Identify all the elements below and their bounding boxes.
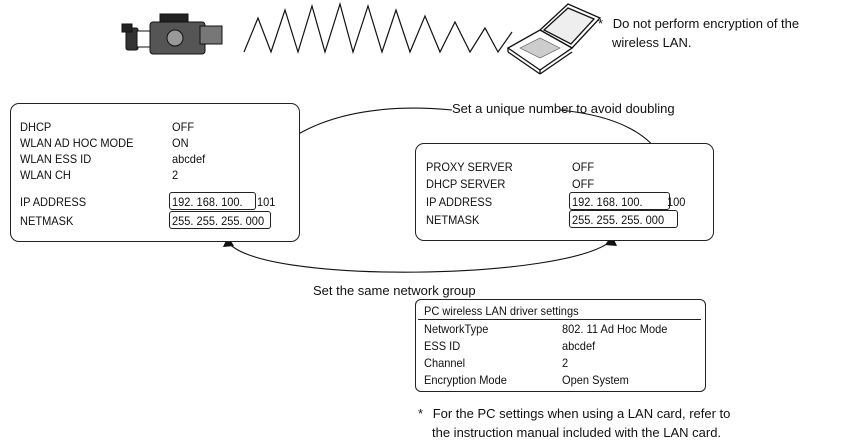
setting-value: 255. 255. 255. 000 — [572, 213, 665, 227]
camera-settings-box — [10, 103, 300, 242]
driver-label: NetworkType — [424, 322, 489, 336]
driver-label: Encryption Mode — [424, 373, 507, 387]
setting-value: OFF — [572, 160, 595, 174]
driver-value: abcdef — [562, 339, 596, 353]
ip-tail-value: 101 — [257, 195, 276, 209]
netmask-frame — [169, 211, 271, 229]
setting-value: ON — [172, 136, 189, 150]
note-line: the instruction manual included with the… — [432, 425, 722, 440]
wireless-signal — [243, 1, 513, 55]
note-line: Do not perform encryption of the — [612, 16, 800, 31]
note-line: For the PC settings when using a LAN car… — [432, 406, 731, 421]
driver-box-divider — [418, 319, 701, 320]
setting-label: DHCP — [20, 120, 52, 134]
note-asterisk: * — [598, 16, 604, 31]
camcorder-icon — [121, 13, 223, 55]
setting-label: WLAN AD HOC MODE — [20, 136, 134, 150]
setting-label: NETMASK — [426, 213, 480, 227]
encryption-note: * Do not perform encryption of the wirel… — [598, 14, 799, 52]
ip-prefix-frame — [569, 192, 670, 210]
setting-label: DHCP SERVER — [426, 177, 506, 191]
setting-label: IP ADDRESS — [20, 195, 87, 209]
same-network-caption: Set the same network group — [313, 283, 476, 298]
driver-settings-box — [415, 299, 706, 392]
driver-label: ESS ID — [424, 339, 461, 353]
setting-value: abcdef — [172, 152, 206, 166]
driver-value: 802. 11 Ad Hoc Mode — [562, 322, 668, 336]
setting-label: NETMASK — [20, 214, 74, 228]
driver-value: Open System — [562, 373, 629, 387]
setting-label: WLAN ESS ID — [20, 152, 92, 166]
setting-label: WLAN CH — [20, 168, 71, 182]
setting-label: IP ADDRESS — [426, 195, 493, 209]
ip-tail-value: 100 — [667, 195, 686, 209]
lan-card-note: * For the PC settings when using a LAN c… — [418, 404, 730, 442]
driver-label: Channel — [424, 356, 466, 370]
setting-value: 255. 255. 255. 000 — [172, 214, 265, 228]
laptop-icon — [506, 3, 602, 75]
setting-value: 192. 168. 100. — [572, 195, 643, 209]
setting-value: OFF — [172, 120, 195, 134]
unique-number-caption: Set a unique number to avoid doubling — [452, 101, 675, 116]
setting-value: 192. 168. 100. — [172, 195, 243, 209]
ip-prefix-frame — [169, 192, 256, 210]
setting-label: PROXY SERVER — [426, 160, 513, 174]
note-line: wireless LAN. — [612, 35, 692, 50]
netmask-frame — [569, 210, 678, 228]
setting-value: OFF — [572, 177, 595, 191]
setting-value: 2 — [172, 168, 179, 182]
driver-value: 2 — [562, 356, 569, 370]
note-asterisk: * — [418, 406, 424, 421]
driver-box-title: PC wireless LAN driver settings — [424, 304, 579, 318]
